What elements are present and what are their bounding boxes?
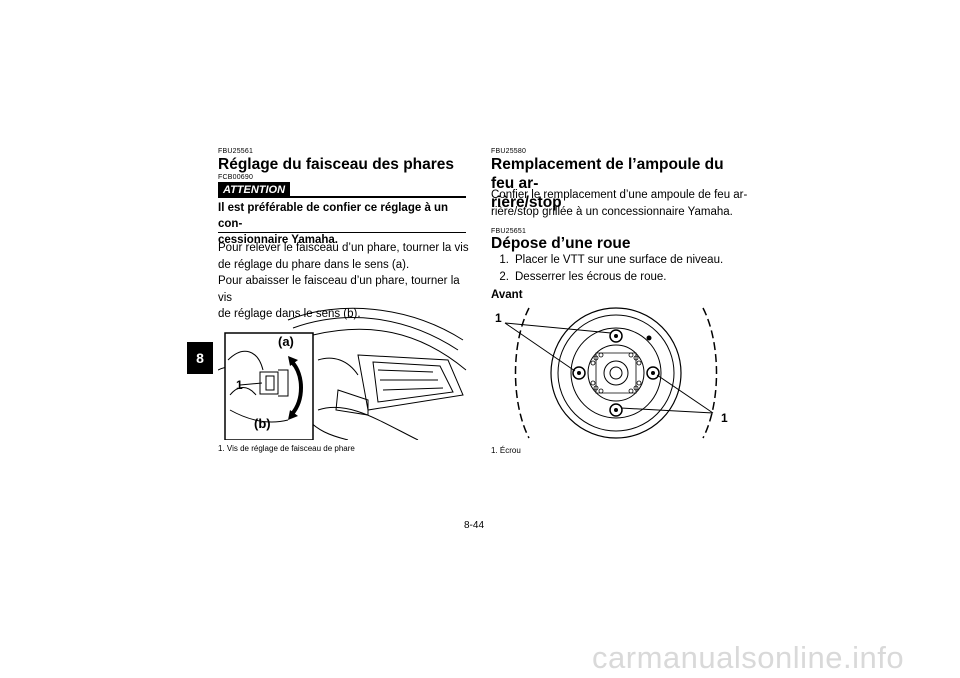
bulb-paragraph: Confier le remplacement d’une ampoule de…: [491, 187, 751, 220]
step-number: 2.: [499, 270, 509, 283]
title-line: Remplacement de l’ampoule du feu ar-: [491, 156, 724, 192]
section-code: FBU25580: [491, 148, 527, 155]
step-number: 1.: [499, 254, 509, 266]
steps-list: 1. Placer le VTT sur une surface de nivea…: [491, 252, 751, 285]
headlight-figure: (a) (b) 1: [217, 300, 468, 441]
page-number: 8-44: [464, 520, 485, 531]
watermark: carmanualsonline.info: [592, 640, 905, 675]
callout-1-label: 1: [236, 378, 243, 392]
section-code: FBU25651: [491, 228, 527, 235]
section-title: Réglage du faisceau des phares: [218, 156, 455, 173]
caution-line: Il est préférable de confier ce réglage …: [218, 202, 449, 230]
list-item: 1. Placer le VTT sur une surface de nivea…: [491, 252, 751, 269]
wheel-figure: 1 1: [491, 303, 741, 443]
section-code: FBU25561: [218, 148, 254, 155]
attention-label: ATTENTION: [218, 182, 290, 198]
caution-line: cessionnaire Yamaha.: [218, 234, 338, 246]
caution-text: Il est préférable de confier ce réglage …: [218, 200, 468, 248]
wheel-illustration: [504, 307, 718, 439]
headlight-paragraph: Pour relever le faisceau d’un phare, tou…: [218, 240, 470, 323]
headlight-illustration: [217, 307, 467, 441]
para-line: de réglage du phare dans le sens (a).: [218, 258, 410, 271]
title-line: rière/stop: [491, 194, 562, 211]
callout-1-bottom: 1: [721, 411, 728, 425]
section-title: Dépose d’une roue: [491, 235, 631, 252]
para-line: rière/stop grillée à un concessionnaire …: [491, 205, 733, 218]
step-text: Placer le VTT sur une surface de niveau.: [515, 254, 724, 266]
caution-end-rule: [218, 232, 466, 233]
step-text: Desserrer les écrous de roue.: [515, 270, 667, 283]
attention-code: FCB00690: [218, 174, 254, 181]
direction-b-label: (b): [254, 416, 271, 431]
chapter-tab: 8: [187, 342, 213, 374]
sub-heading: Avant: [491, 289, 523, 301]
para-line: Pour relever le faisceau d’un phare, tou…: [218, 242, 469, 254]
list-item: 2. Desserrer les écrous de roue.: [491, 269, 751, 286]
callout-1-top: 1: [495, 311, 502, 325]
para-line: de réglage dans le sens (b).: [218, 308, 361, 320]
attention-rule: [290, 196, 466, 198]
direction-a-label: (a): [278, 334, 294, 349]
para-line: Confier le remplacement d’une ampoule de…: [491, 189, 748, 201]
figure-caption: 1. Écrou: [491, 446, 521, 455]
para-line: Pour abaisser le faisceau d’un phare, to…: [218, 275, 460, 304]
figure-caption: 1. Vis de réglage de faisceau de phare: [218, 444, 355, 453]
section-title: Remplacement de l’ampoule du feu ar- riè…: [491, 155, 751, 212]
